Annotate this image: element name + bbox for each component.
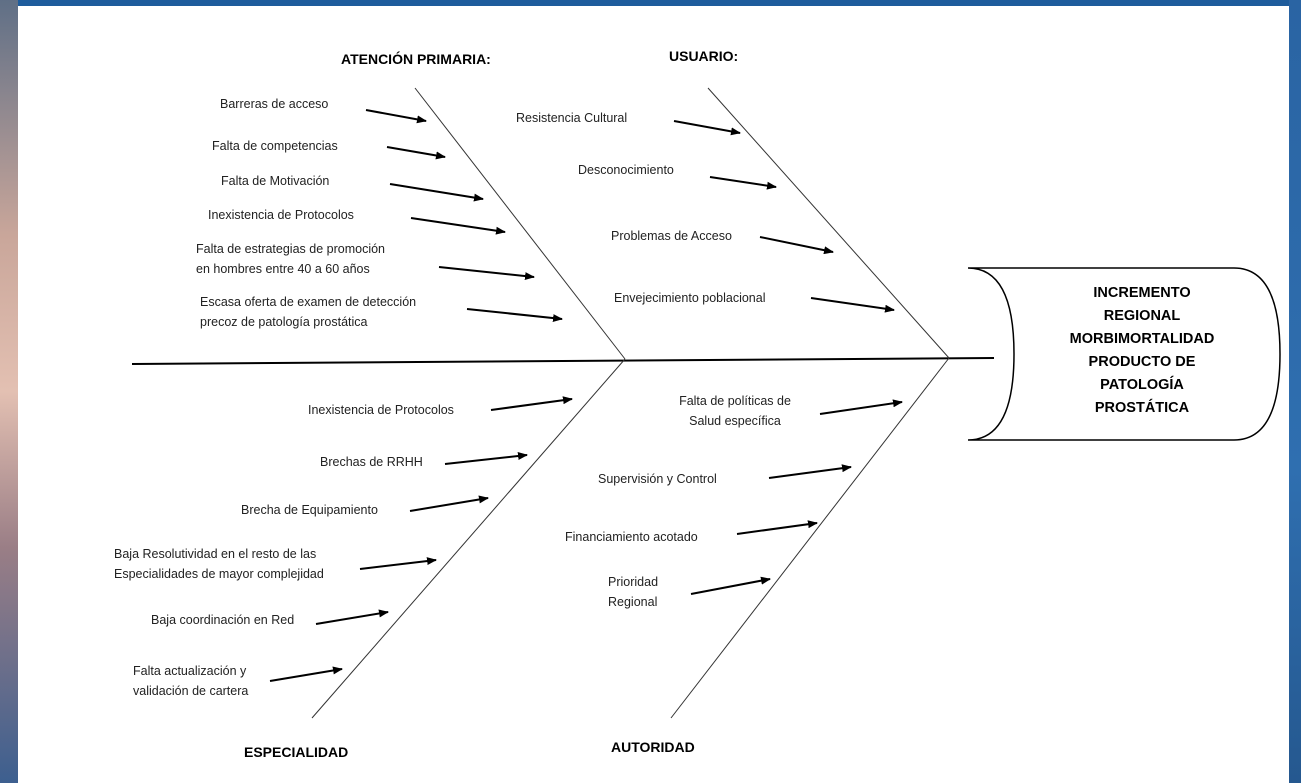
effect-line: PRODUCTO DE <box>1088 354 1196 370</box>
arrow-us-3 <box>759 236 834 255</box>
effect-line: PATOLOGÍA <box>1100 377 1184 393</box>
cause-label: Falta actualización y validación de cart… <box>133 664 249 698</box>
category-title-autoridad: AUTORIDAD <box>611 739 695 755</box>
cause-label: Inexistencia de Protocolos <box>208 208 354 222</box>
effect-label: INCREMENTO REGIONAL MORBIMORTALIDAD PROD… <box>1028 282 1256 420</box>
arrow-es-4 <box>359 557 437 570</box>
effect-line: MORBIMORTALIDAD <box>1069 331 1215 347</box>
effect-line: PROSTÁTICA <box>1094 400 1190 416</box>
cause-label: Prioridad Regional <box>608 575 659 609</box>
cause-label: Baja Resolutividad en el resto de las Es… <box>114 547 324 581</box>
cause-label: Escasa oferta de examen de detección pre… <box>200 295 417 329</box>
arrow-es-6 <box>269 666 343 682</box>
arrow-au-2 <box>768 464 852 479</box>
arrow-ap-3 <box>389 183 484 202</box>
cause-label: Envejecimiento poblacional <box>614 291 766 305</box>
cause-label: Baja coordinación en Red <box>151 613 295 627</box>
diagram-lines <box>131 87 1281 719</box>
cause-label: Inexistencia de Protocolos <box>308 403 454 417</box>
category-title-atencion-primaria: ATENCIÓN PRIMARIA: <box>341 51 491 67</box>
spine-line <box>131 357 995 365</box>
category-title-usuario: USUARIO: <box>669 48 739 64</box>
arrow-es-5 <box>315 609 389 625</box>
arrow-au-4 <box>690 576 771 595</box>
right-background-strip <box>1289 0 1301 783</box>
cause-label: Falta de estrategias de promoción en hom… <box>196 242 385 276</box>
category-title-especialidad: ESPECIALIDAD <box>244 744 349 760</box>
cause-label: Brechas de RRHH <box>320 455 423 469</box>
arrow-ap-2 <box>386 146 446 160</box>
bone-usuario <box>707 87 950 359</box>
cause-label: Financiamiento acotado <box>565 530 698 544</box>
arrow-ap-5 <box>438 266 535 281</box>
effect-line: INCREMENTO <box>1093 285 1191 301</box>
cause-label: Desconocimiento <box>578 163 674 177</box>
cause-label: Brecha de Equipamiento <box>241 503 378 517</box>
bone-atencion-primaria <box>414 87 626 360</box>
arrow-au-3 <box>736 520 818 535</box>
arrow-ap-4 <box>410 217 506 235</box>
cause-label: Resistencia Cultural <box>516 111 628 125</box>
arrow-ap-1 <box>365 109 427 124</box>
arrow-au-1 <box>819 399 903 415</box>
effect-line: REGIONAL <box>1103 308 1181 324</box>
cause-label: Falta de Motivación <box>221 174 330 188</box>
effect-head-shape <box>967 267 1281 441</box>
arrow-us-4 <box>810 297 895 313</box>
cause-label: Problemas de Acceso <box>611 229 732 243</box>
arrow-es-1 <box>490 396 573 411</box>
arrow-es-3 <box>409 495 489 512</box>
bone-autoridad <box>670 357 950 719</box>
cause-label: Supervisión y Control <box>598 472 717 486</box>
arrow-us-1 <box>673 120 741 136</box>
cause-label: Barreras de acceso <box>220 97 329 111</box>
top-accent-bar <box>0 0 1301 6</box>
bone-especialidad <box>311 358 626 719</box>
arrow-us-2 <box>709 176 777 190</box>
left-background-strip <box>0 0 18 783</box>
cause-label: Falta de políticas de Salud específica <box>679 394 791 428</box>
fishbone-diagram: ATENCIÓN PRIMARIA: USUARIO: ESPECIALIDAD… <box>18 6 1289 783</box>
arrow-es-2 <box>444 452 528 465</box>
arrow-ap-6 <box>466 308 563 323</box>
cause-label: Falta de competencias <box>212 139 338 153</box>
